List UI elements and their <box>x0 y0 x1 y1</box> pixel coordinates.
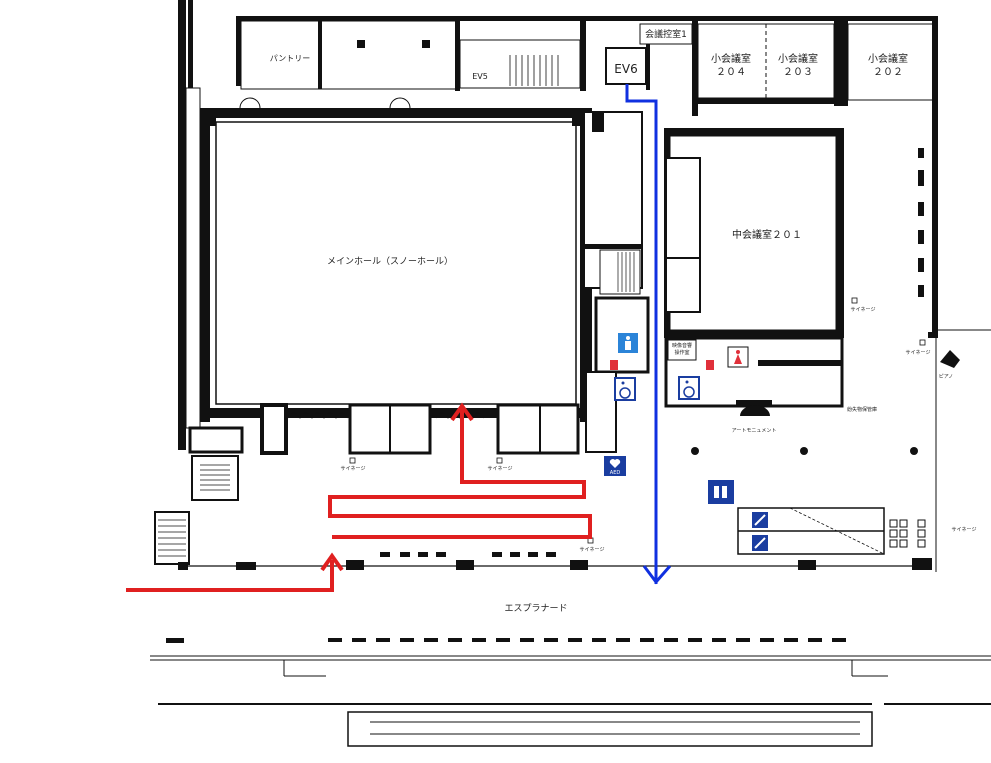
ev6-label: EV6 <box>614 62 637 76</box>
room-203-label: 小会議室 <box>778 52 818 65</box>
signage-label-3: サイネージ <box>580 547 605 553</box>
signage-label-2: サイネージ <box>488 466 513 472</box>
aed-label: AED <box>610 470 621 476</box>
room-202-label: 小会議室 <box>868 52 908 65</box>
street-lines <box>150 638 991 747</box>
booth-label-1: 映像音響 <box>672 342 692 349</box>
escalator-icon <box>752 512 768 551</box>
restroom-men-icon <box>618 333 638 353</box>
pantry-label: パントリー <box>270 54 310 63</box>
facade <box>186 552 932 570</box>
room-204-number: ２０４ <box>716 67 746 78</box>
main-hall-label: メインホール（スノーホール） <box>327 256 453 267</box>
signage-label-6: サイネージ <box>952 527 977 533</box>
restroom-women-icon <box>727 346 749 368</box>
booth-label-2: 操作室 <box>674 349 689 356</box>
room-203-number: ２０３ <box>783 67 813 78</box>
central-core <box>583 111 650 453</box>
elevator-icon <box>708 480 734 504</box>
left-service-area <box>154 87 256 570</box>
signage-label-5: サイネージ <box>906 350 931 356</box>
ev5-label: EV5 <box>472 72 488 81</box>
signage-markers <box>349 297 926 544</box>
meeting-room-201-label: 中会議室２０１ <box>732 228 802 241</box>
accessible-toilet-icon <box>610 360 714 370</box>
lost-found-label: 紛失物保管庫 <box>847 406 877 413</box>
signage-label-4: サイネージ <box>851 307 876 313</box>
red-route <box>126 402 592 592</box>
wheelchair-icon <box>614 376 700 401</box>
main-hall <box>200 97 592 455</box>
meeting-room-201 <box>664 128 844 338</box>
meeting-wait-label: 会議控室1 <box>645 28 687 40</box>
esplanade-label: エスプラナード <box>504 603 567 614</box>
piano-icon <box>940 350 960 368</box>
room-202-number: ２０２ <box>873 67 903 78</box>
art-monument-label: アートモニュメント <box>732 428 777 434</box>
piano-label: ピアノ <box>939 374 954 380</box>
signage-label-1: サイネージ <box>341 466 366 472</box>
room-204-label: 小会議室 <box>711 52 751 65</box>
aed-icon <box>604 456 626 476</box>
blue-route <box>625 84 672 585</box>
building-walls <box>178 0 991 572</box>
